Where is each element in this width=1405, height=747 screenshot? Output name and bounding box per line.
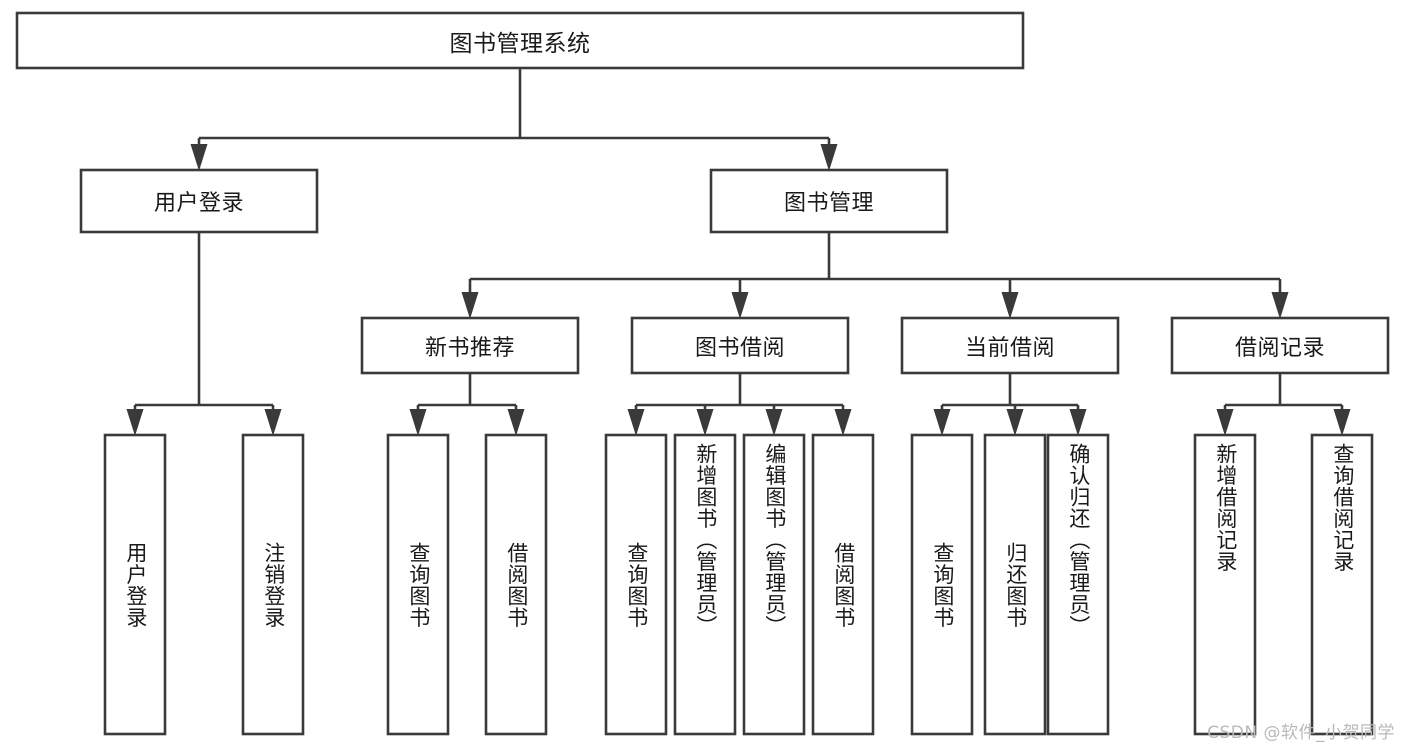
node-box-borrow[interactable]: [630, 316, 850, 375]
connector-arrowhead: [627, 409, 645, 436]
watermark-label: CSDN @软件_小贺同学: [1207, 723, 1395, 743]
node-box-newbook[interactable]: [360, 316, 580, 375]
node-box-current[interactable]: [900, 316, 1120, 375]
connector-arrowhead: [126, 409, 144, 436]
node-box-rec_add[interactable]: [1193, 433, 1257, 736]
node-box-bw_borrow[interactable]: [811, 433, 875, 736]
node-box-rec_query[interactable]: [1310, 433, 1374, 736]
node-box-cur_return[interactable]: [983, 433, 1047, 736]
node-box-login[interactable]: [79, 168, 319, 234]
node-box-cur_query[interactable]: [910, 433, 974, 736]
boxes-layer: [15, 11, 1390, 736]
edges-layer: [126, 68, 1351, 436]
node-box-records[interactable]: [1170, 316, 1390, 375]
node-box-bw_edit[interactable]: [742, 433, 806, 736]
node-box-root[interactable]: [15, 11, 1025, 70]
connector-arrowhead: [731, 292, 749, 319]
node-box-login_in[interactable]: [103, 433, 167, 736]
node-box-nb_borrow[interactable]: [484, 433, 548, 736]
connector-arrowhead: [1333, 409, 1351, 436]
connector-arrowhead: [264, 409, 282, 436]
connector-arrowhead: [834, 409, 852, 436]
node-box-bw_add[interactable]: [673, 433, 737, 736]
connector-arrowhead: [1069, 409, 1087, 436]
connector-arrowhead: [1216, 409, 1234, 436]
node-box-cur_confirm[interactable]: [1046, 433, 1110, 736]
node-box-bookmgmt[interactable]: [709, 168, 949, 234]
connector-arrowhead: [1006, 409, 1024, 436]
connector-arrowhead: [461, 292, 479, 319]
node-box-login_out[interactable]: [241, 433, 305, 736]
connector-arrowhead: [1271, 292, 1289, 319]
connector-arrowhead: [409, 409, 427, 436]
connector-arrowhead: [190, 144, 208, 171]
connector-arrowhead: [765, 409, 783, 436]
node-box-bw_query[interactable]: [604, 433, 668, 736]
node-box-nb_query[interactable]: [386, 433, 450, 736]
connector-arrowhead: [1001, 292, 1019, 319]
connector-arrowhead: [507, 409, 525, 436]
connector-arrowhead: [696, 409, 714, 436]
connector-arrowhead: [933, 409, 951, 436]
connector-arrowhead: [820, 144, 838, 171]
